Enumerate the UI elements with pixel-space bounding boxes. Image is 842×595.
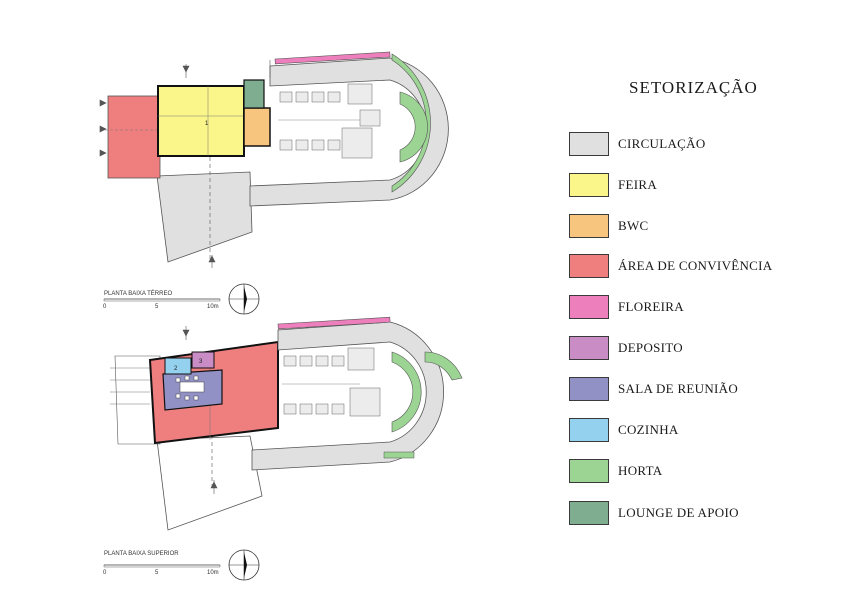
upper-deposito-area: [191, 351, 215, 369]
site-plans: 1 PLANTA BAIXA TÉ: [99, 51, 463, 581]
legend-label: LOUNGE DE APOIO: [618, 505, 739, 520]
legend-label: ÁREA DE CONVIVÊNCIA: [618, 258, 773, 273]
upper-horta-inner: [424, 351, 463, 381]
upper-plan-label: PLANTA BAIXA SUPERIOR: [104, 551, 179, 557]
legend-swatch: [569, 132, 609, 156]
upper-cozinha-area: [164, 357, 192, 375]
legend-swatch: [569, 254, 609, 278]
legend-label: BWC: [618, 218, 649, 233]
legend-swatch: [569, 459, 609, 483]
upper-scale-0: 0: [103, 570, 107, 576]
legend-swatch: [569, 173, 609, 197]
ground-scale-10m: 10m: [207, 304, 219, 310]
legend-item-bwc: BWC: [569, 214, 649, 238]
legend-label: SALA DE REUNIÃO: [618, 381, 739, 396]
upper-floor-plan: 2 3 PLANTA BAIXA SUPERIOR 0 5 1: [103, 316, 463, 581]
ground-plan-label: PLANTA BAIXA TÉRREO: [104, 290, 172, 297]
ground-horta-inner: [399, 91, 428, 163]
legend-label: CIRCULAÇÃO: [618, 136, 706, 151]
legend-item-deposito: DEPOSITO: [569, 336, 683, 360]
upper-north-arrow-icon: [228, 549, 260, 581]
upper-scale-10m: 10m: [207, 570, 219, 576]
legend-label: COZINHA: [618, 422, 679, 437]
legend-item-lounge: LOUNGE DE APOIO: [569, 501, 739, 525]
ground-floreira-strip: [274, 51, 391, 65]
ground-scale-5: 5: [155, 304, 159, 310]
ground-north-arrow-icon: [228, 283, 260, 315]
legend-label: FLOREIRA: [618, 299, 684, 314]
upper-floreira-strip: [277, 316, 391, 330]
legend-item-horta: HORTA: [569, 459, 662, 483]
upper-horta-outer: [391, 351, 422, 433]
legend-item-convivencia: ÁREA DE CONVIVÊNCIA: [569, 254, 772, 278]
legend-label: DEPOSITO: [618, 340, 684, 355]
legend-swatch: [569, 214, 609, 238]
upper-room-number-3: 3: [199, 359, 203, 365]
ground-feira-area: [157, 85, 245, 157]
legend-label: HORTA: [618, 463, 663, 478]
ground-lounge-area: [243, 79, 265, 109]
ground-circulation-slab: [156, 171, 253, 263]
legend-title: SETORIZAÇÃO: [629, 78, 758, 97]
legend-label: FEIRA: [618, 177, 658, 192]
legend-swatch: [569, 377, 609, 401]
legend-item-sala-reuniao: SALA DE REUNIÃO: [569, 377, 738, 401]
upper-scale-5: 5: [155, 570, 159, 576]
ground-room-number: 1: [205, 121, 209, 127]
ground-scale-0: 0: [103, 304, 107, 310]
ground-bwc-area: [243, 107, 271, 147]
legend-swatch: [569, 336, 609, 360]
upper-lower-outline: [156, 435, 263, 531]
legend-swatch: [569, 501, 609, 525]
ground-floor-plan: 1 PLANTA BAIXA TÉ: [99, 51, 449, 315]
ground-convivencia-area: [107, 95, 161, 179]
legend-item-cozinha: COZINHA: [569, 418, 679, 442]
legend-item-feira: FEIRA: [569, 173, 657, 197]
upper-room-number-2: 2: [174, 366, 178, 372]
legend-swatch: [569, 418, 609, 442]
legend-item-circulacao: CIRCULAÇÃO: [569, 132, 706, 156]
ground-horta-outer: [391, 53, 431, 193]
legend-swatch: [569, 295, 609, 319]
legend-item-floreira: FLOREIRA: [569, 295, 684, 319]
